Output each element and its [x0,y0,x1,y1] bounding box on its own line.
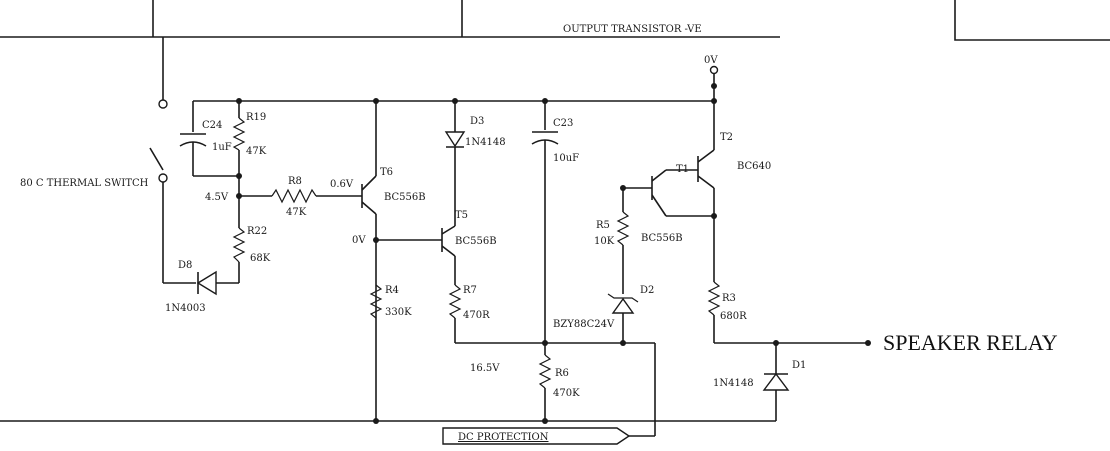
thermal-switch [149,37,196,284]
r6-ref: R6 [555,368,569,379]
r8-value: 47K [286,207,307,218]
r22-ref: R22 [247,226,267,237]
resistor-r19 [232,101,246,199]
resistor-r22 [216,196,246,284]
capacitor-c23 [531,101,559,355]
speaker-relay-label: SPEAKER RELAY [883,330,1058,355]
diode-d8 [196,270,217,296]
r7-value: 470R [463,310,490,321]
c24-value: 1uF [212,142,232,153]
c24-ref: C24 [202,120,222,131]
top-rail-wires [0,0,1110,41]
resistor-r6 [538,354,552,421]
v165-label: 16.5V [470,363,500,374]
diode-d3 [444,101,466,226]
t5-value: BC556B [455,236,497,247]
d2-value: BZY88C24V [553,319,615,330]
r3-ref: R3 [722,293,736,304]
c23-ref: C23 [553,118,573,129]
d1-ref: D1 [792,360,806,371]
dc-protection-label: DC PROTECTION [458,432,549,443]
r22-value: 68K [250,253,271,264]
t2-value: BC640 [737,161,771,172]
v45-label: 4.5V [205,192,229,203]
r5-value: 10K [594,236,615,247]
d3-ref: D3 [470,116,484,127]
r5-ref: R5 [596,220,610,231]
r8-ref: R8 [288,176,302,187]
resistor-r5 [616,185,652,294]
zero-volt-rail [193,65,719,104]
c23-value: 10uF [553,153,579,164]
ground-label: 0V [704,55,718,66]
t6-value: BC556B [384,192,426,203]
capacitor-c24 [179,101,239,177]
zener-d2 [607,293,639,343]
transistor-t1 [651,169,717,219]
r19-ref: R19 [246,112,266,123]
d8-ref: D8 [178,260,192,271]
resistor-r4 [369,284,383,319]
diode-d1 [762,343,790,421]
t1-value: BC556B [641,233,683,244]
r19-value: 47K [246,146,267,157]
transistor-t2 [697,101,715,282]
v0-label: 0V [352,235,366,246]
bottom-rail [0,418,776,424]
r4-ref: R4 [385,285,399,296]
output-transistor-label: OUTPUT TRANSISTOR -VE [563,24,702,35]
t2-ref: T2 [720,132,733,143]
r3-value: 680R [720,311,747,322]
d1-value: 1N4148 [713,378,754,389]
d8-value: 1N4003 [165,303,206,314]
transistor-t6 [361,101,379,421]
thermal-switch-label: 80 C THERMAL SWITCH [20,178,149,189]
v06-label: 0.6V [330,179,354,190]
transistor-t5 [376,225,456,285]
r6-value: 470K [553,388,580,399]
d2-ref: D2 [640,285,654,296]
t1-ref: T1 [676,164,689,175]
resistor-r8 [239,188,362,204]
dc-protection-tag [442,343,656,445]
t6-ref: T6 [380,167,393,178]
t5-ref: T5 [455,210,468,221]
r7-ref: R7 [463,285,477,296]
r4-value: 330K [385,307,412,318]
d3-value: 1N4148 [465,137,506,148]
